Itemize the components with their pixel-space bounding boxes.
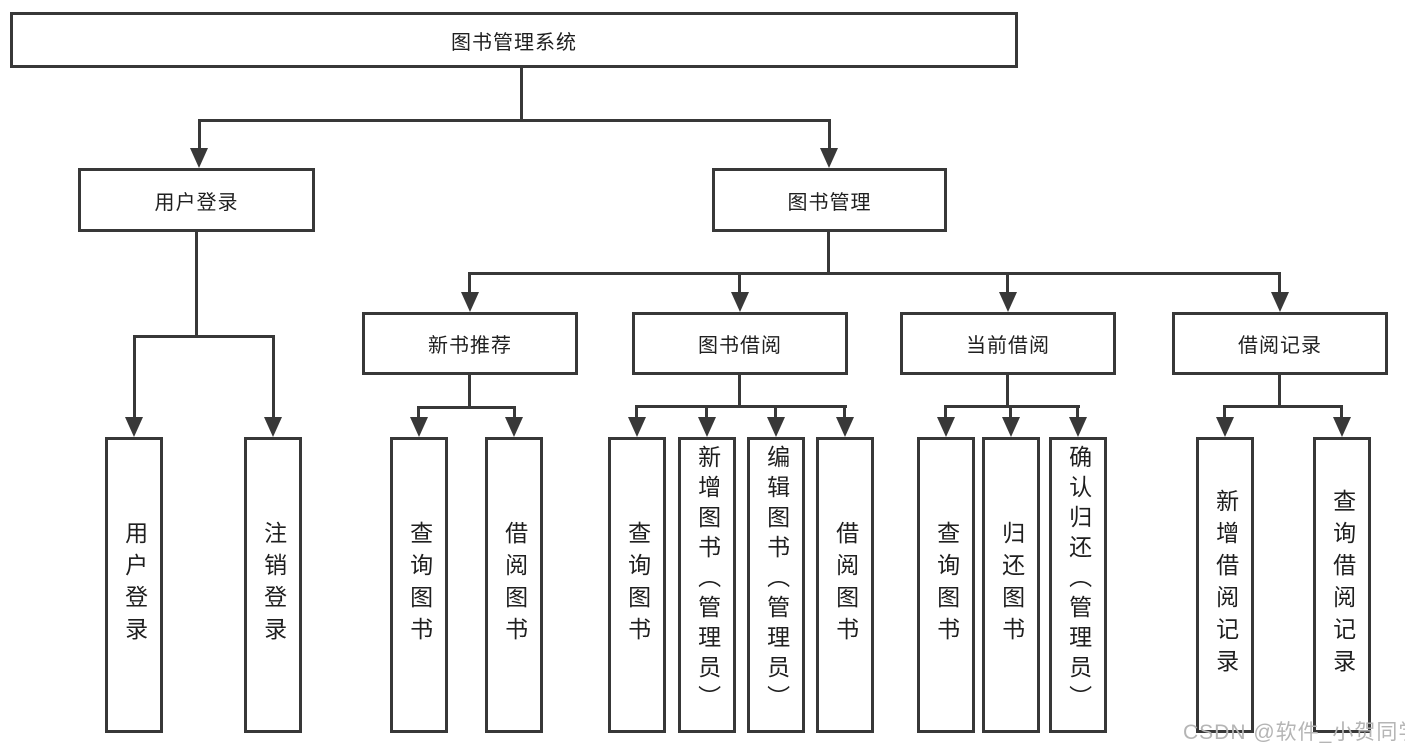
connector-drop-leaf — [774, 405, 777, 419]
connector-drop-book-borrow — [738, 272, 741, 294]
node-label: 查询图书 — [624, 521, 651, 649]
connector-drop-leaf — [944, 405, 947, 419]
arrow-down-icon — [836, 417, 854, 437]
node-leaf-edit-book-admin: 编辑图书（管理员） — [747, 437, 805, 733]
node-label: 借阅记录 — [1238, 335, 1322, 357]
node-label: 借阅图书 — [501, 521, 528, 649]
node-leaf-user-login: 用户登录 — [105, 437, 163, 733]
node-label: 借阅图书 — [832, 521, 859, 649]
arrow-down-icon — [1271, 292, 1289, 312]
node-current-borrow: 当前借阅 — [900, 312, 1116, 375]
connector-drop-leaf — [635, 405, 638, 419]
arrow-down-icon — [1216, 417, 1234, 437]
node-leaf-query-books-2: 查询图书 — [608, 437, 666, 733]
node-leaf-query-books-3: 查询图书 — [917, 437, 975, 733]
arrow-down-icon — [767, 417, 785, 437]
node-label: 用户登录 — [154, 191, 239, 214]
connector-drop-borrow-record — [1278, 272, 1281, 294]
connector-drop-leaf — [417, 406, 420, 419]
connector-drop-leaf — [1076, 405, 1079, 419]
connector-drop-leaf — [272, 335, 275, 419]
node-leaf-query-books-1: 查询图书 — [390, 437, 448, 733]
node-library-management-system: 图书管理系统 — [10, 12, 1018, 68]
connector-user-login-feed — [195, 232, 198, 338]
arrow-down-icon — [461, 292, 479, 312]
node-label: 查询图书 — [406, 521, 433, 649]
connector-drop-leaf — [1009, 405, 1012, 419]
node-leaf-borrow-books-2: 借阅图书 — [816, 437, 874, 733]
connector-root-feed — [520, 68, 523, 120]
arrow-down-icon — [1002, 417, 1020, 437]
connector-book-management-feed — [827, 232, 830, 275]
node-book-management: 图书管理 — [712, 168, 947, 232]
node-label: 确认归还（管理员） — [1065, 445, 1092, 715]
arrow-down-icon — [125, 417, 143, 437]
arrow-down-icon — [937, 417, 955, 437]
arrow-down-icon — [264, 417, 282, 437]
node-label: 图书借阅 — [698, 335, 782, 357]
connector-drop-book-management — [828, 119, 831, 150]
connector-current-borrow-feed — [1006, 375, 1009, 408]
connector-drop-leaf — [1340, 405, 1343, 419]
csdn-watermark: CSDN @软件_小贺同学 — [1183, 721, 1405, 744]
node-label: 图书管理 — [787, 191, 872, 214]
connector-drop-new-book — [468, 272, 471, 294]
arrow-down-icon — [628, 417, 646, 437]
node-leaf-query-borrow-record: 查询借阅记录 — [1313, 437, 1371, 733]
arrow-down-icon — [999, 292, 1017, 312]
node-label: 查询借阅记录 — [1329, 489, 1356, 681]
node-label: 注销登录 — [260, 521, 287, 649]
node-leaf-return-book: 归还图书 — [982, 437, 1040, 733]
node-leaf-borrow-books-1: 借阅图书 — [485, 437, 543, 733]
connector-drop-leaf — [843, 405, 846, 419]
node-leaf-add-borrow-record: 新增借阅记录 — [1196, 437, 1254, 733]
node-label: 图书管理系统 — [451, 31, 577, 54]
arrow-down-icon — [190, 148, 208, 168]
connector-drop-leaf — [705, 405, 708, 419]
node-label: 新书推荐 — [428, 335, 512, 357]
connector-root-rail — [198, 119, 831, 122]
node-label: 编辑图书（管理员） — [763, 445, 790, 715]
connector-book-borrow-rail — [635, 405, 847, 408]
connector-drop-leaf — [133, 335, 136, 419]
arrow-down-icon — [1069, 417, 1087, 437]
arrow-down-icon — [698, 417, 716, 437]
connector-new-book-rail — [417, 406, 516, 409]
node-label: 查询图书 — [933, 521, 960, 649]
connector-drop-leaf — [513, 406, 516, 419]
connector-user-login-rail — [133, 335, 275, 338]
node-label: 新增借阅记录 — [1212, 489, 1239, 681]
node-borrow-records: 借阅记录 — [1172, 312, 1388, 375]
arrow-down-icon — [820, 148, 838, 168]
arrow-down-icon — [410, 417, 428, 437]
arrow-down-icon — [1333, 417, 1351, 437]
node-label: 用户登录 — [121, 521, 148, 649]
connector-borrow-record-rail — [1223, 405, 1343, 408]
connector-drop-leaf — [1223, 405, 1226, 419]
node-label: 新增图书（管理员） — [694, 445, 721, 715]
node-leaf-add-book-admin: 新增图书（管理员） — [678, 437, 736, 733]
connector-new-book-feed — [468, 375, 471, 409]
node-book-borrow: 图书借阅 — [632, 312, 848, 375]
connector-borrow-record-feed — [1278, 375, 1281, 408]
node-user-login: 用户登录 — [78, 168, 315, 232]
arrow-down-icon — [731, 292, 749, 312]
node-label: 归还图书 — [998, 521, 1025, 649]
connector-book-management-rail — [468, 272, 1281, 275]
node-new-book-recommend: 新书推荐 — [362, 312, 578, 375]
node-leaf-confirm-return-admin: 确认归还（管理员） — [1049, 437, 1107, 733]
connector-current-borrow-rail — [944, 405, 1080, 408]
connector-drop-user-login — [198, 119, 201, 150]
node-label: 当前借阅 — [966, 335, 1050, 357]
connector-drop-current-borrow — [1006, 272, 1009, 294]
node-leaf-logout: 注销登录 — [244, 437, 302, 733]
connector-book-borrow-feed — [738, 375, 741, 408]
arrow-down-icon — [505, 417, 523, 437]
